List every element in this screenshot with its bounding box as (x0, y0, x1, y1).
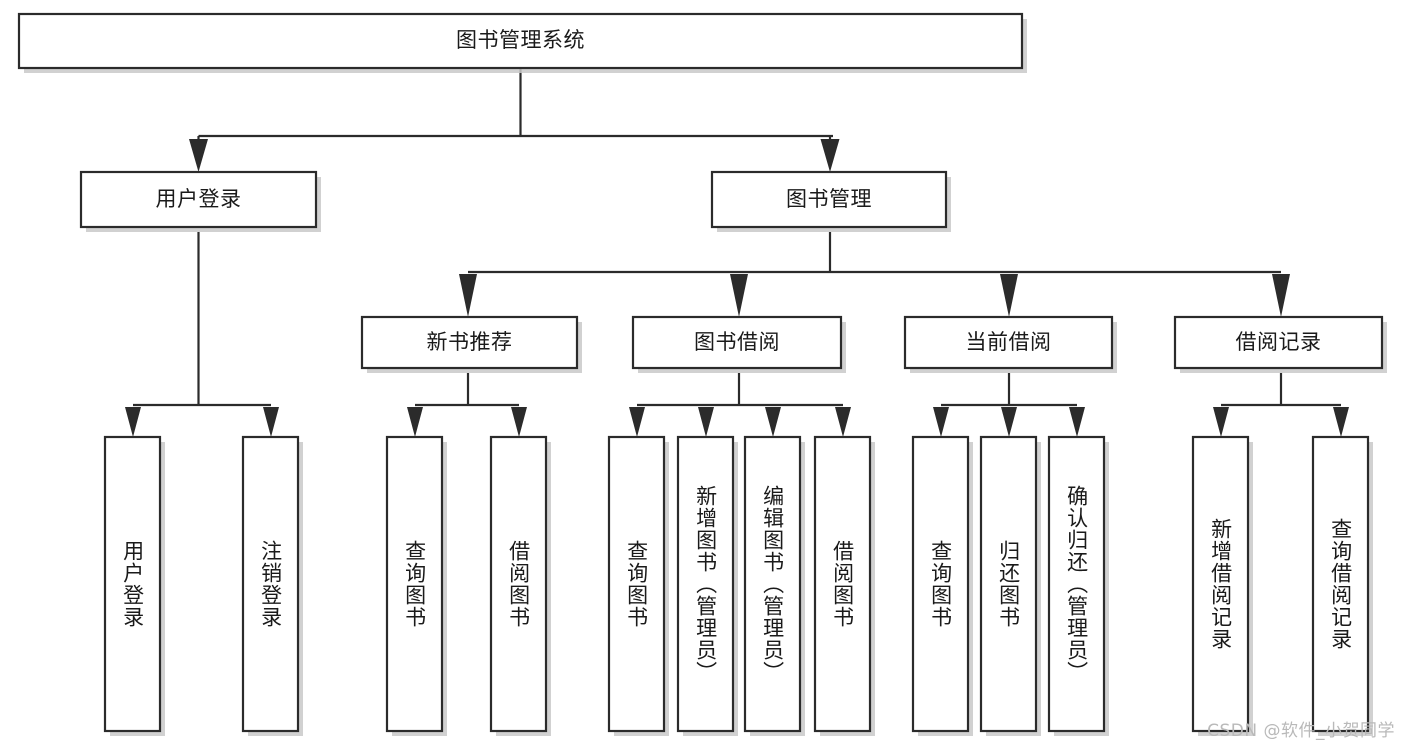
leaf-box-new-book-0[interactable] (385, 435, 447, 736)
node-box-root[interactable] (17, 12, 1027, 73)
leaf-box-user-login-0[interactable] (103, 435, 165, 736)
connector-root-to-level1 (189, 68, 840, 172)
node-box-new-book-recommend[interactable] (360, 315, 582, 373)
leaf-box-current-borrow-0[interactable] (911, 435, 973, 736)
leaf-box-book-borrow-2[interactable] (743, 435, 805, 736)
connector-book-mgmt-to-level2 (459, 232, 1290, 317)
leaf-box-new-book-1[interactable] (489, 435, 551, 736)
connector-book-borrow-to-leaves (629, 373, 851, 437)
leaf-box-borrow-record-1[interactable] (1311, 435, 1373, 736)
leaf-box-user-login-1[interactable] (241, 435, 303, 736)
node-box-current-borrow[interactable] (903, 315, 1117, 373)
leaf-box-book-borrow-1[interactable] (676, 435, 738, 736)
connector-user-login-to-leaves (125, 232, 279, 437)
node-box-book-borrow[interactable] (631, 315, 846, 373)
leaf-box-borrow-record-0[interactable] (1191, 435, 1253, 736)
node-box-borrow-record[interactable] (1173, 315, 1387, 373)
leaf-box-book-borrow-0[interactable] (607, 435, 669, 736)
leaf-box-current-borrow-2[interactable] (1047, 435, 1109, 736)
leaf-box-book-borrow-3[interactable] (813, 435, 875, 736)
connector-borrow-record-to-leaves (1213, 373, 1349, 437)
node-box-user-login[interactable] (79, 170, 321, 232)
node-box-book-management[interactable] (710, 170, 951, 232)
leaf-box-current-borrow-1[interactable] (979, 435, 1041, 736)
connector-current-borrow-to-leaves (933, 373, 1085, 437)
connector-new-book-to-leaves (407, 373, 527, 437)
